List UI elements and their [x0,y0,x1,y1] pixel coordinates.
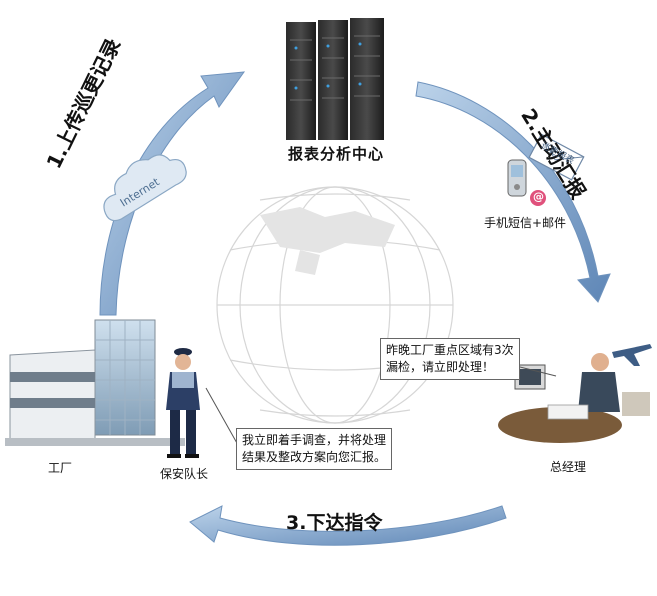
arrow-report [415,81,611,303]
mobile-phone-icon [507,159,527,197]
at-badge-icon [530,190,546,206]
server-rack-icon [286,18,384,140]
center-title: 报表分析中心 [288,145,385,163]
phone-mail-label: 手机短信+邮件 [484,216,567,230]
guard-callout: 我立即着手调查，并将处理 结果及整改方案向您汇报。 [236,428,393,470]
factory-label: 工厂 [48,461,73,475]
step-command-label: 3.下达指令 [286,512,383,534]
manager-callout-line1: 昨晚工厂重点区域有3次 [386,343,514,357]
manager-at-desk-icon [498,353,650,443]
airplane-icon [612,344,652,366]
cloud-icon [103,154,187,222]
callout-pointer-guard [205,387,239,446]
guard-label: 保安队长 [160,467,209,481]
factory-building-icon [5,319,185,446]
manager-label: 总经理 [550,460,587,474]
guard-callout-line2: 结果及整改方案向您汇报。 [242,450,387,464]
globe-continents [260,207,395,275]
security-guard-icon [166,348,200,458]
manager-callout: 昨晚工厂重点区域有3次 漏检，请立即处理！ [380,338,520,380]
arrow-command [189,505,507,546]
at-badge-label: @ [533,190,544,203]
manager-callout-line2: 漏检，请立即处理！ [386,360,495,374]
guard-callout-line1: 我立即着手调查，并将处理 [242,433,387,447]
envelope-icon [528,133,585,181]
